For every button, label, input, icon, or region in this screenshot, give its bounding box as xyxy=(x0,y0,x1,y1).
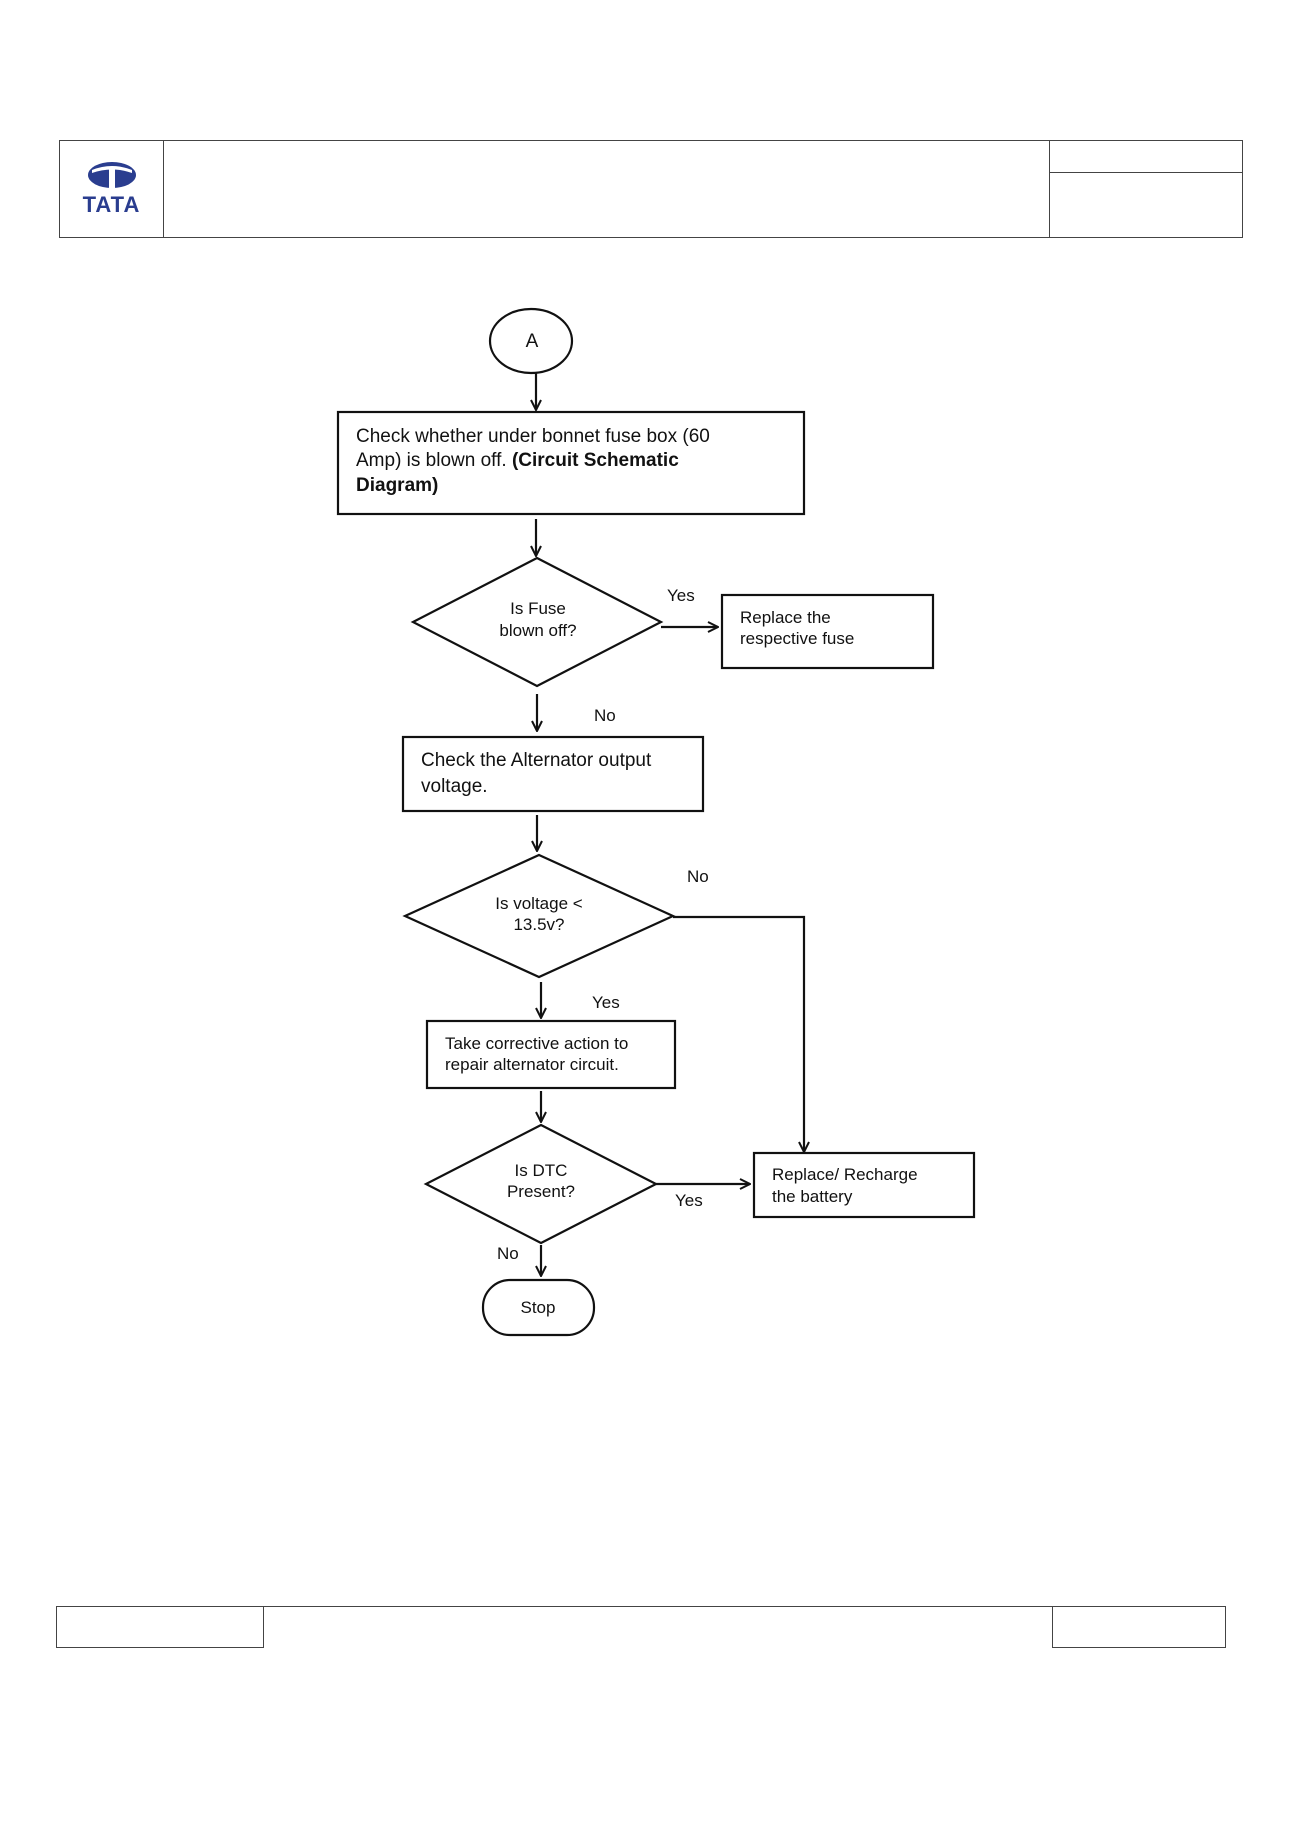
replace-battery-box xyxy=(752,1151,976,1219)
decision-fuse-line2: blown off? xyxy=(499,621,576,640)
replace-fuse-line2: respective fuse xyxy=(740,629,854,648)
decision-dtc-line2: Present? xyxy=(507,1182,575,1201)
stop-terminal xyxy=(481,1278,596,1337)
logo-text: TATA xyxy=(82,192,141,217)
label-no-dtc: No xyxy=(497,1244,519,1263)
replace-battery-line2: the battery xyxy=(772,1187,853,1206)
replace-fuse-box xyxy=(720,593,935,670)
connector-a-label: A xyxy=(526,331,539,352)
decision-fuse xyxy=(410,556,664,688)
label-yes-fuse: Yes xyxy=(667,586,695,605)
header-right-cell xyxy=(1049,141,1242,237)
decision-voltage xyxy=(402,853,676,979)
arrow-no-replace-battery xyxy=(673,915,804,1152)
footer-left-cell xyxy=(56,1606,264,1648)
tata-logo-icon xyxy=(87,162,136,189)
label-yes-voltage: Yes xyxy=(592,993,620,1012)
header-right-divider xyxy=(1050,172,1242,173)
decision-voltage-line2: 13.5v? xyxy=(513,915,564,934)
check-alternator-box xyxy=(401,735,705,813)
check-fuse-box xyxy=(336,410,806,516)
logo-cell: TATA xyxy=(60,141,164,237)
check-alternator-line1: Check the Alternator output xyxy=(421,750,652,771)
connector-a xyxy=(488,307,574,375)
decision-fuse-line1: Is Fuse xyxy=(510,599,566,618)
replace-battery-line1: Replace/ Recharge xyxy=(772,1165,918,1184)
stop-label: Stop xyxy=(521,1298,556,1317)
header-table: TATA xyxy=(59,140,1243,238)
check-fuse-line2: Amp) is blown off. (Circuit Schematic xyxy=(356,450,679,471)
decision-dtc-line1: Is DTC xyxy=(515,1161,568,1180)
replace-fuse-line1: Replace the xyxy=(740,608,831,627)
label-no-voltage: No xyxy=(687,867,709,886)
label-no-fuse: No xyxy=(594,706,616,725)
corrective-action-line1: Take corrective action to xyxy=(445,1034,628,1053)
footer-divider xyxy=(263,1606,1053,1607)
check-fuse-line1: Check whether under bonnet fuse box (60 xyxy=(356,426,710,447)
footer-right-cell xyxy=(1052,1606,1226,1648)
decision-voltage-line1: Is voltage < xyxy=(495,894,582,913)
corrective-action-box xyxy=(425,1019,677,1090)
check-alternator-line2: voltage. xyxy=(421,776,488,797)
check-fuse-line3: Diagram) xyxy=(356,475,438,496)
decision-dtc xyxy=(423,1123,659,1245)
corrective-action-line2: repair alternator circuit. xyxy=(445,1055,619,1074)
label-yes-dtc: Yes xyxy=(675,1191,703,1210)
